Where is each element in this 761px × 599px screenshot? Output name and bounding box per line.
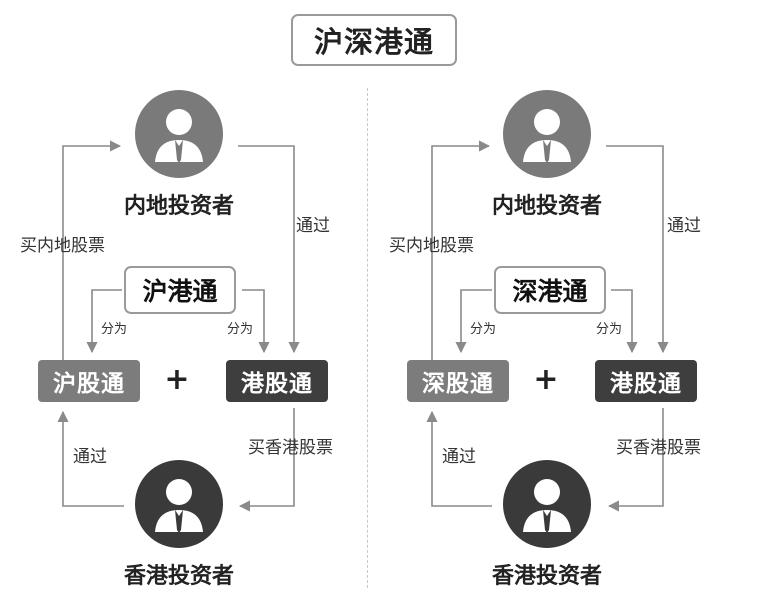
- person-icon: [503, 460, 591, 548]
- arrow-buy-hk: [607, 408, 664, 512]
- top-investor-label: 内地投资者: [123, 194, 234, 219]
- plus-sign: +: [164, 362, 190, 397]
- center-label-box: 深港通: [494, 266, 606, 314]
- split-right-label: 分为: [596, 322, 623, 337]
- arrow-split-left: [455, 289, 492, 354]
- split-right-label: 分为: [227, 322, 254, 337]
- right-panel-arrows: [426, 140, 669, 512]
- through-top-label: 通过: [667, 216, 701, 236]
- arrow-through-bottom: [426, 410, 492, 507]
- diagram-title: 沪深港通: [291, 14, 457, 66]
- arrow-buy-hk: [238, 408, 295, 512]
- person-icon: [135, 460, 223, 548]
- buy-hk-label: 买香港股票: [616, 438, 701, 458]
- arrow-through-bottom: [57, 410, 124, 507]
- through-top-label: 通过: [296, 216, 330, 236]
- arrow-through-top: [238, 145, 300, 354]
- arrow-split-right: [242, 289, 270, 354]
- person-icon: [503, 90, 591, 178]
- arrow-buy-mainland: [431, 140, 491, 360]
- person-icon: [135, 90, 223, 178]
- panel-divider: [367, 88, 368, 588]
- left-panel-arrows: [57, 140, 300, 512]
- arrow-through-top: [606, 145, 669, 354]
- right-pill: 港股通: [595, 360, 697, 402]
- center-label-box: 沪港通: [124, 266, 236, 314]
- plus-sign: +: [533, 362, 559, 397]
- buy-mainland-label: 买内地股票: [389, 236, 474, 256]
- top-investor-label: 内地投资者: [491, 194, 602, 219]
- bottom-investor-label: 香港投资者: [123, 564, 234, 589]
- bottom-investor-label: 香港投资者: [491, 564, 602, 589]
- buy-mainland-label: 买内地股票: [20, 236, 105, 256]
- right-pill: 港股通: [226, 360, 328, 402]
- left-pill: 深股通: [407, 360, 509, 402]
- split-left-label: 分为: [470, 322, 497, 337]
- left-pill: 沪股通: [38, 360, 140, 402]
- through-bottom-label: 通过: [73, 447, 107, 467]
- split-left-label: 分为: [101, 322, 128, 337]
- arrow-split-right: [611, 289, 638, 354]
- buy-hk-label: 买香港股票: [248, 438, 333, 458]
- through-bottom-label: 通过: [442, 447, 476, 467]
- arrow-buy-mainland: [62, 140, 122, 360]
- arrow-split-left: [86, 289, 122, 354]
